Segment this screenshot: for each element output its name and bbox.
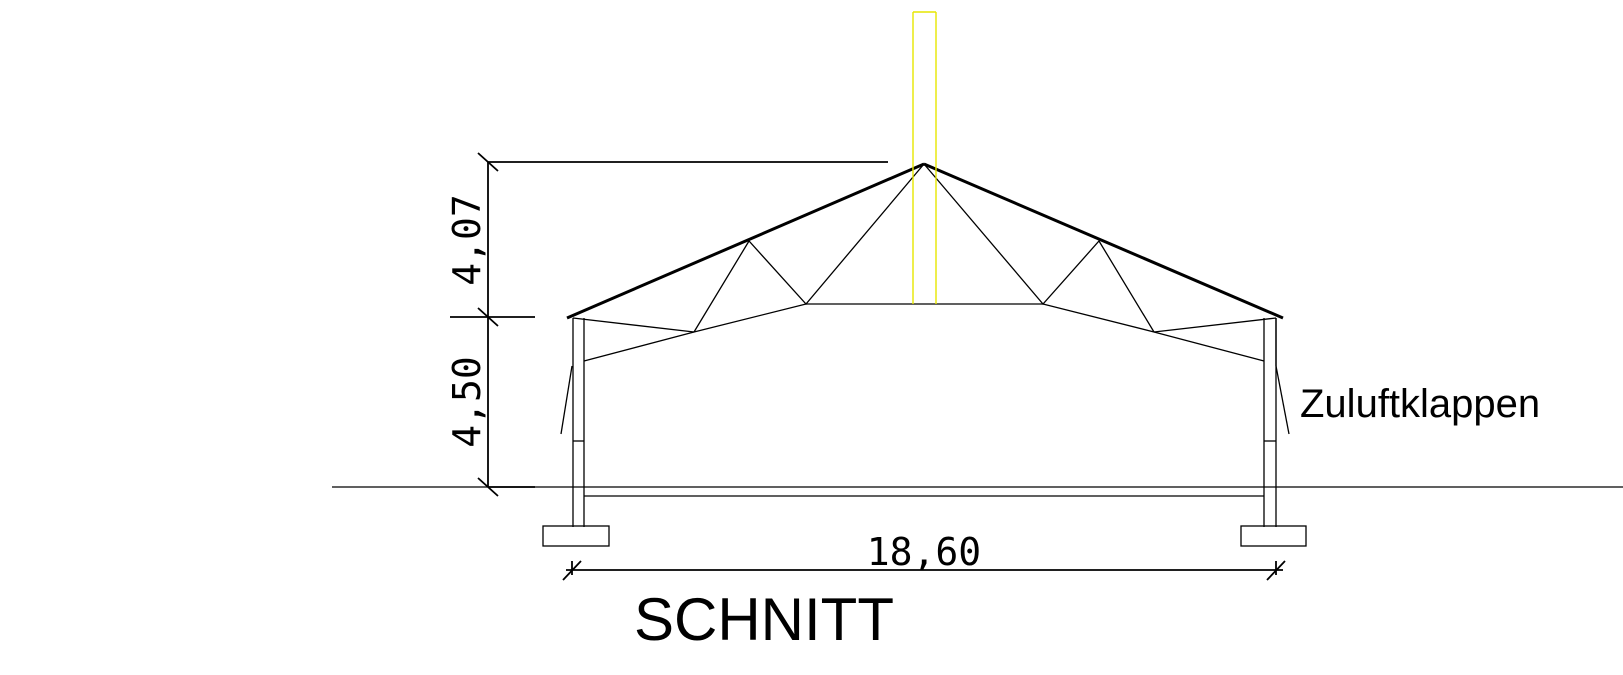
dimension-roof-height: 4,07 xyxy=(445,194,489,286)
height-dimension xyxy=(450,152,888,497)
roof-top-chord-right xyxy=(923,162,1284,320)
supply-flaps-label: Zuluftklappen xyxy=(1300,382,1540,426)
dimension-span: 18,60 xyxy=(867,530,981,574)
truss-bottom-chord xyxy=(583,303,1265,362)
span-dimension xyxy=(562,560,1286,581)
roof-truss xyxy=(566,162,1284,362)
right-column xyxy=(1240,318,1307,547)
right-supply-flap xyxy=(1275,365,1290,435)
ridge-vent xyxy=(912,11,937,304)
left-column xyxy=(542,318,610,547)
dimension-eave-height: 4,50 xyxy=(445,356,489,448)
section-title: SCHNITT xyxy=(634,586,894,653)
left-supply-flap xyxy=(560,365,573,435)
roof-top-chord-left xyxy=(566,162,925,320)
